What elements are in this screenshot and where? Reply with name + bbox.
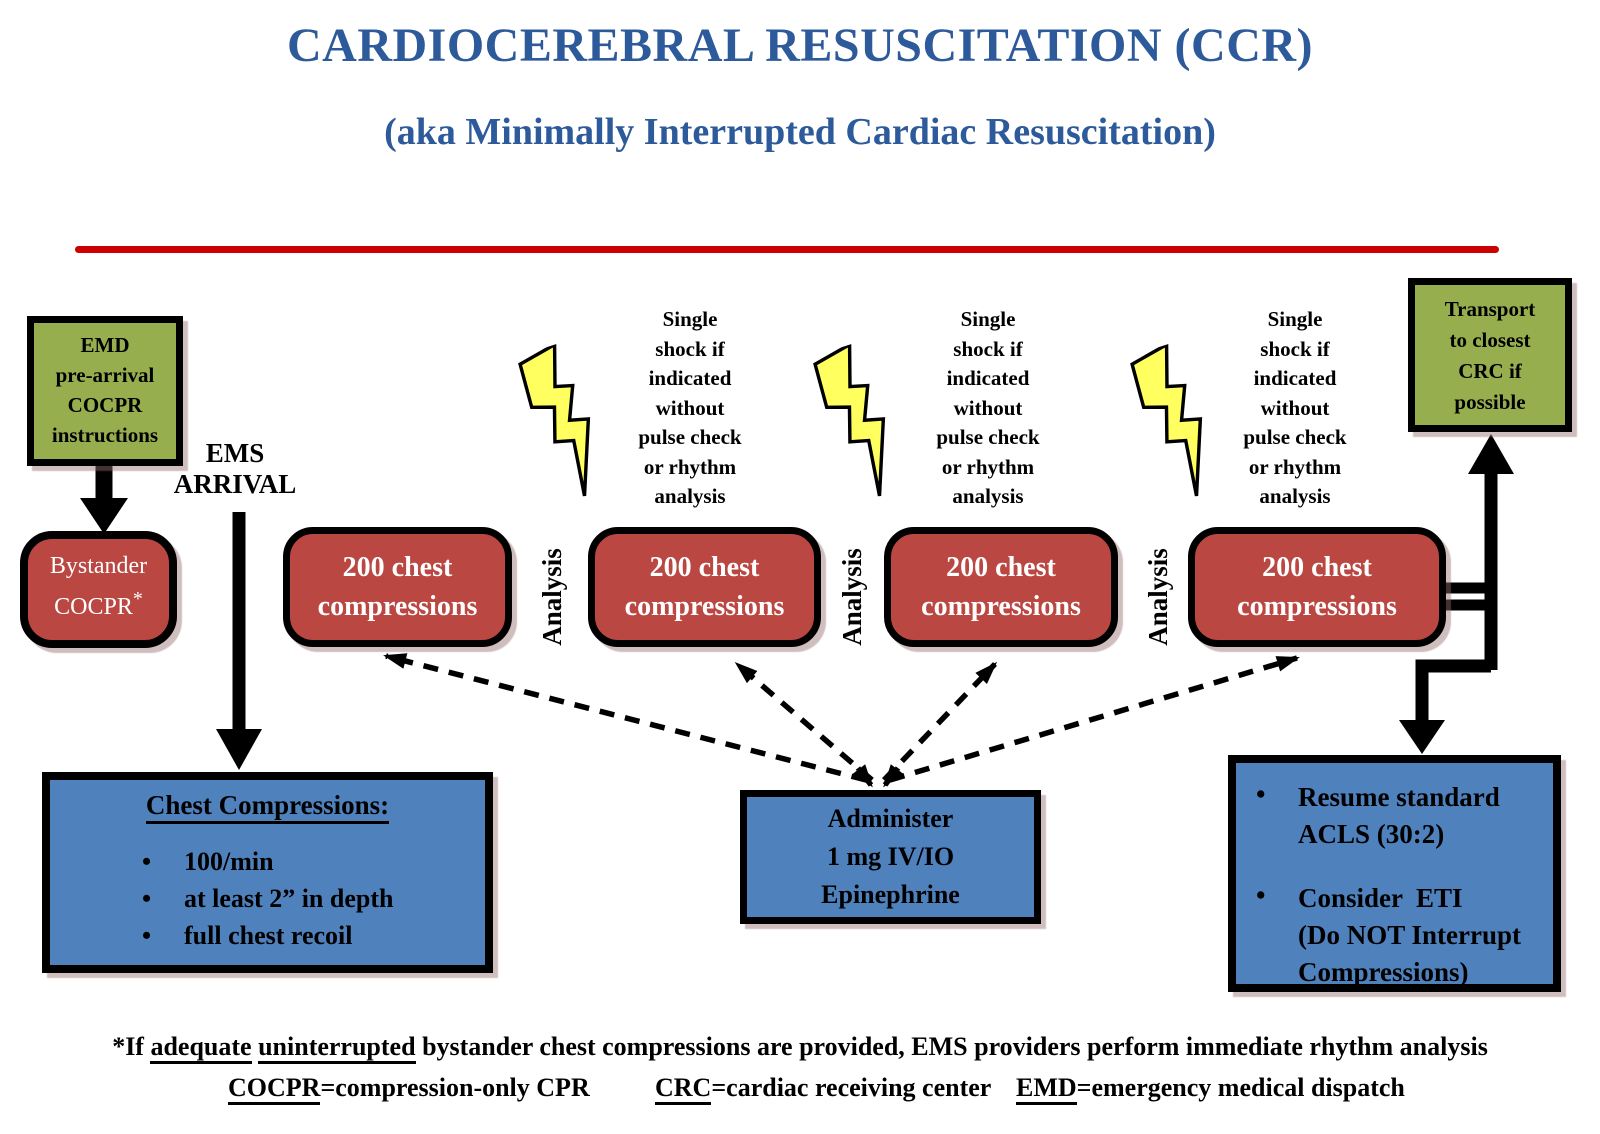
arrow-to-transport: [1440, 434, 1514, 670]
compressions-box-4: 200 chest compressions: [1188, 527, 1446, 647]
analysis-label-2: Analysis: [837, 548, 867, 646]
chest-compressions-detail-box: Chest Compressions: •100/min •at least 2…: [42, 772, 493, 973]
bystander-cocpr-box: Bystander COCPR*: [20, 531, 177, 648]
page-subtitle: (aka Minimally Interrupted Cardiac Resus…: [384, 111, 1216, 153]
underlined-word: uninterrupted: [258, 1032, 416, 1064]
arrow-ems-arrival: [216, 512, 262, 770]
epinephrine-box: Administer 1 mg IV/IO Epinephrine: [740, 790, 1041, 924]
bullet-dot: •: [1256, 779, 1266, 809]
transport-crc-box: Transport to closest CRC if possible: [1408, 278, 1572, 432]
lightning-bolt-icon: [518, 341, 591, 497]
red-divider-line: [75, 246, 1499, 253]
analysis-label-1: Analysis: [537, 548, 567, 646]
page-title: CARDIOCEREBRAL RESUSCITATION (CCR): [286, 19, 1314, 72]
emd-line: instructions: [51, 423, 159, 447]
bullet-dot: •: [142, 847, 152, 876]
emd-line: COCPR: [67, 393, 143, 417]
dashed-epinephrine-arrows: [383, 653, 1300, 783]
acls-box: • Resume standard ACLS (30:2) • Consider…: [1228, 755, 1561, 992]
emd-instructions-box: EMD pre-arrival COCPR instructions: [27, 316, 183, 466]
footnote-asterisk: *: [132, 588, 143, 610]
bullet-dot: •: [1256, 880, 1266, 910]
compressions-box-1: 200 chest compressions: [283, 527, 512, 647]
chest-compressions-bullets: •100/min •at least 2” in depth •full che…: [142, 843, 485, 954]
compressions-box-2: 200 chest compressions: [588, 527, 821, 647]
legend-cocpr: COCPR=compression-only CPR: [228, 1073, 590, 1105]
bullet-dot: •: [142, 884, 152, 913]
emd-line: pre-arrival: [55, 363, 155, 387]
bystander-line: Bystander: [49, 553, 148, 579]
ems-arrival-label: EMS ARRIVAL: [173, 438, 297, 499]
chest-compressions-heading: Chest Compressions:: [50, 790, 485, 824]
legend-crc: CRC=cardiac receiving center: [655, 1073, 991, 1105]
arrow-emd-to-bystander: [80, 458, 128, 534]
lightning-bolt-icon: [1130, 341, 1203, 497]
lightning-bolt-icon: [813, 341, 886, 497]
legend-emd: EMD=emergency medical dispatch: [1016, 1073, 1405, 1105]
compressions-box-3: 200 chest compressions: [884, 527, 1118, 647]
footnote-text: *If adequate uninterrupted bystander che…: [0, 1032, 1600, 1064]
acls-bullet-2: • Consider ETI (Do NOT Interrupt Compres…: [1256, 880, 1547, 991]
analysis-label-3: Analysis: [1143, 548, 1173, 646]
underlined-word: adequate: [150, 1032, 252, 1064]
emd-line: EMD: [80, 333, 130, 357]
acls-bullet-1: • Resume standard ACLS (30:2): [1256, 779, 1547, 853]
bullet-dot: •: [142, 921, 152, 950]
bystander-line: COCPR*: [54, 588, 143, 620]
arrow-to-acls: [1399, 659, 1491, 754]
dashed-arrowheads-into-epi: [852, 764, 904, 788]
